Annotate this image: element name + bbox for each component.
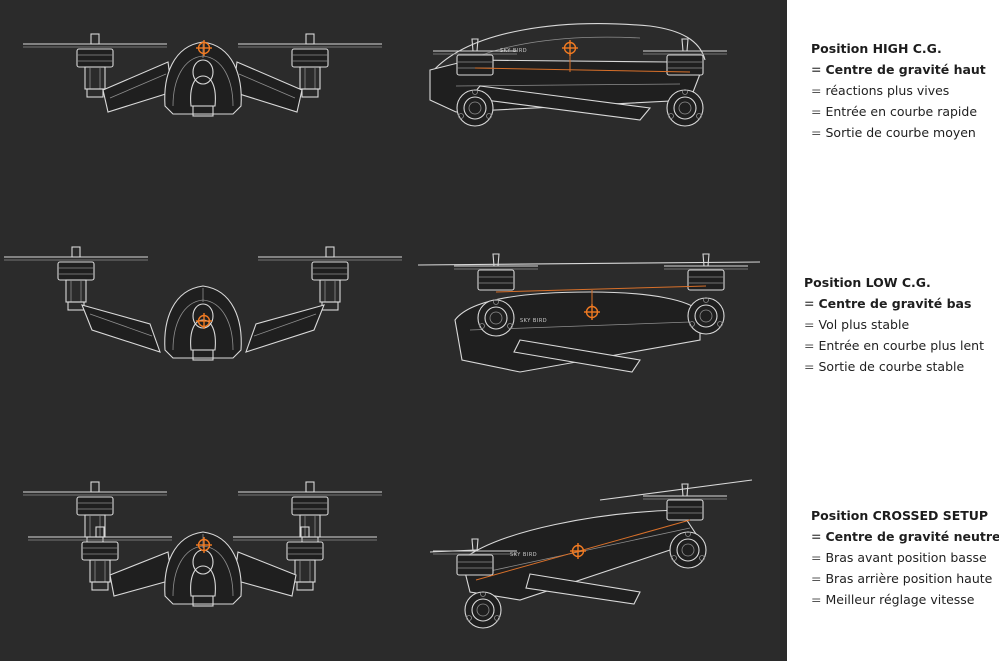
list-item: =Bras avant position basse bbox=[811, 550, 987, 565]
info-low-cg: Position LOW C.G. =Centre de gravité bas… bbox=[804, 272, 984, 377]
section-title: Position CROSSED SETUP bbox=[811, 508, 989, 523]
side-view-crossed: SKY BIRD bbox=[429, 479, 753, 629]
drone-diagram-svg: SKY BIRD SKY BIRD bbox=[3, 23, 761, 629]
section-title: Position HIGH C.G. bbox=[811, 41, 942, 56]
front-view-crossed bbox=[22, 481, 383, 607]
list-item: =Meilleur réglage vitesse bbox=[811, 592, 975, 607]
front-view-low bbox=[3, 246, 403, 361]
list-item: =Vol plus stable bbox=[804, 317, 910, 332]
side-view-high: SKY BIRD bbox=[429, 23, 728, 127]
brand-logo: SKY BIRD bbox=[510, 552, 537, 558]
section-title: Position LOW C.G. bbox=[804, 275, 931, 290]
brand-logo: SKY BIRD bbox=[500, 48, 527, 54]
list-item: =Centre de gravité bas bbox=[804, 296, 972, 311]
front-view-high bbox=[22, 33, 383, 117]
list-item: =Centre de gravité neutre bbox=[811, 529, 999, 544]
list-item: =réactions plus vives bbox=[811, 83, 950, 98]
brand-logo: SKY BIRD bbox=[520, 318, 547, 324]
info-high-cg: Position HIGH C.G. =Centre de gravité ha… bbox=[811, 38, 986, 143]
list-item: =Bras arrière position haute bbox=[811, 571, 993, 586]
list-item: =Entrée en courbe rapide bbox=[811, 104, 978, 119]
list-item: =Entrée en courbe plus lent bbox=[804, 338, 984, 353]
list-item: =Sortie de courbe moyen bbox=[811, 125, 976, 140]
info-crossed-setup: Position CROSSED SETUP =Centre de gravit… bbox=[811, 505, 999, 610]
drone-diagram-panel: SKY BIRD SKY BIRD bbox=[0, 0, 787, 661]
side-view-low: SKY BIRD bbox=[417, 253, 761, 373]
list-item: =Sortie de courbe stable bbox=[804, 359, 965, 374]
list-item: =Centre de gravité haut bbox=[811, 62, 986, 77]
